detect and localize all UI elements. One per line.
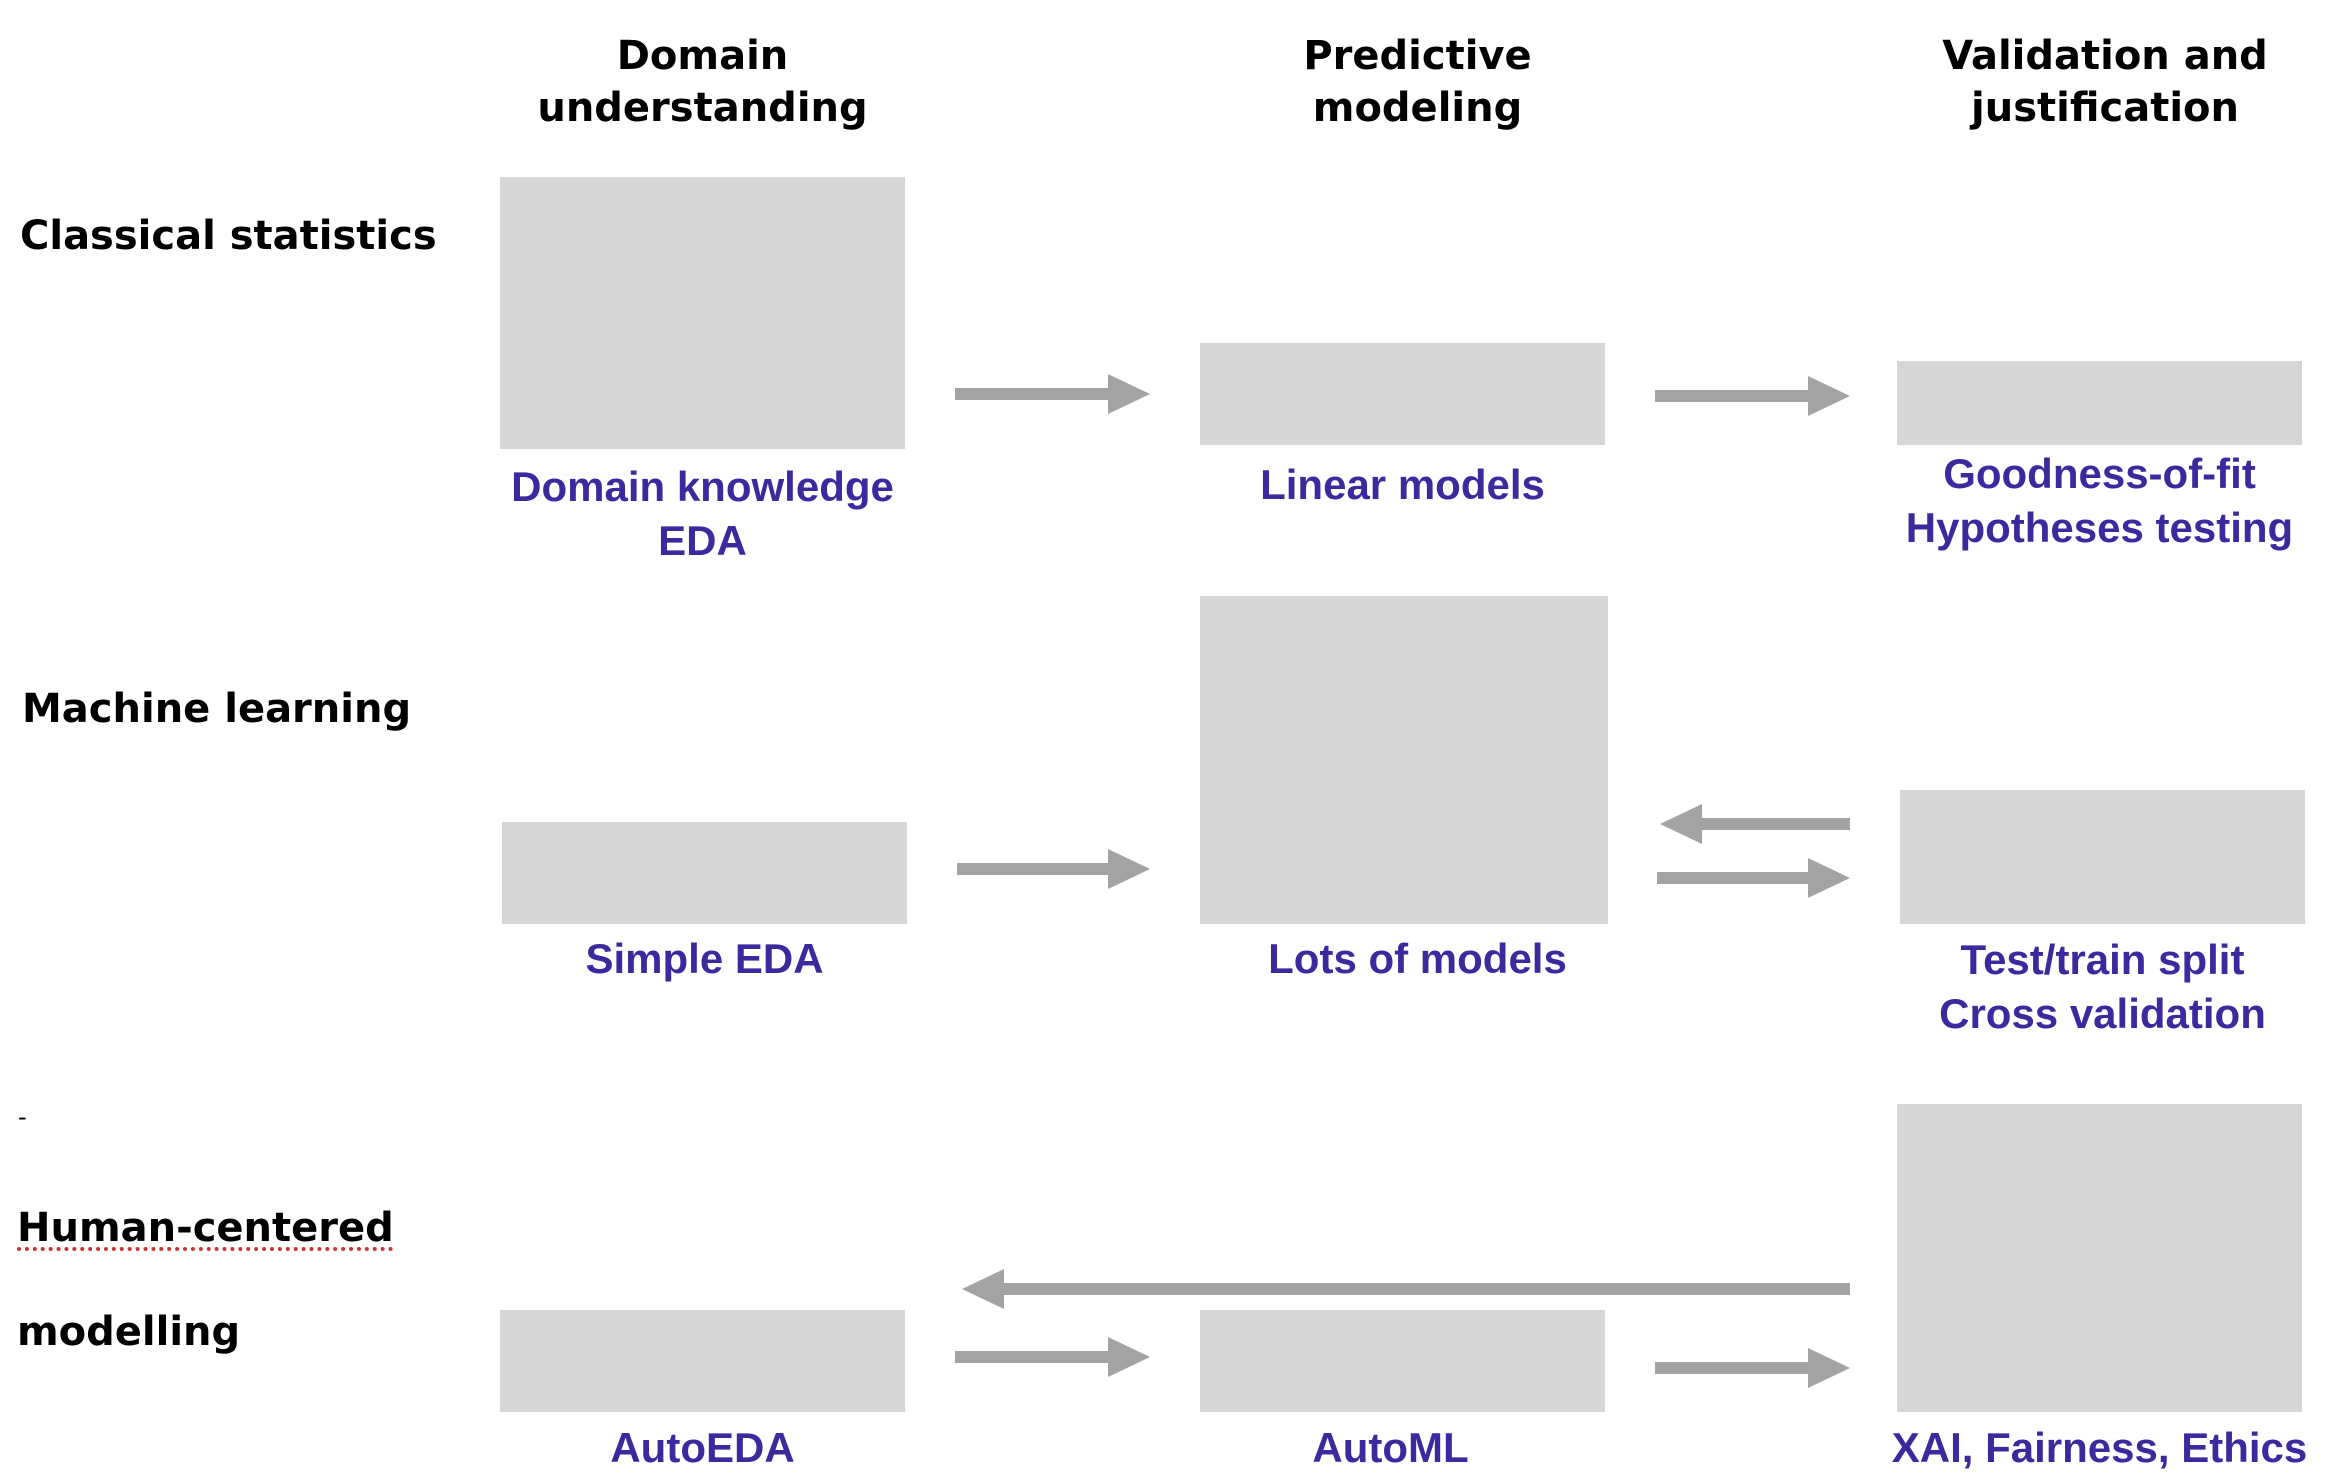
arrow-classical-model-to-validation — [1655, 376, 1850, 416]
arrow-human-feedback-validation-to-eda — [962, 1269, 1850, 1309]
row-label-human-centered-modelling: Human-centered modelling — [17, 1150, 394, 1358]
caption-autoeda: AutoEDA — [610, 1424, 795, 1471]
box-autoeda — [500, 1310, 905, 1412]
arrow-ml-model-to-validation — [1657, 858, 1850, 898]
arrow-human-eda-to-model — [955, 1337, 1150, 1377]
column-header-validation-justification: Validation and justification — [1942, 33, 2268, 131]
row-label-line-2: modelling — [17, 1309, 241, 1355]
box-goodness-of-fit — [1897, 361, 2302, 445]
box-lots-of-models — [1200, 596, 1608, 924]
box-linear-models — [1200, 343, 1605, 445]
arrow-ml-eda-to-model — [957, 849, 1150, 889]
caption-goodness-of-fit-hypotheses: Goodness-of-fit Hypotheses testing — [1905, 450, 2294, 551]
row-label-machine-learning: Machine learning — [22, 686, 412, 732]
caption-domain-knowledge-eda: Domain knowledge EDA — [511, 463, 894, 564]
caption-lots-of-models: Lots of models — [1268, 935, 1567, 982]
box-test-train-split — [1900, 790, 2305, 924]
caption-xai-fairness-ethics: XAI, Fairness, Ethics — [1891, 1424, 2308, 1471]
box-xai-fairness-ethics — [1897, 1104, 2302, 1412]
row-label-classical-statistics: Classical statistics — [20, 213, 437, 259]
arrow-classical-domain-to-model — [955, 374, 1150, 414]
caption-test-train-cross-validation: Test/train split Cross validation — [1939, 936, 2266, 1037]
row-label-marker: - — [18, 1103, 27, 1131]
caption-simple-eda: Simple EDA — [585, 935, 824, 982]
box-domain-knowledge — [500, 177, 905, 449]
arrow-ml-validation-back-to-model — [1660, 804, 1850, 844]
caption-linear-models: Linear models — [1260, 461, 1545, 508]
row-label-line-1: Human-centered — [17, 1205, 394, 1251]
column-header-predictive-modeling: Predictive modeling — [1303, 33, 1532, 131]
box-simple-eda — [502, 822, 907, 924]
box-automl — [1200, 1310, 1605, 1412]
caption-automl: AutoML — [1312, 1424, 1469, 1471]
column-header-domain-understanding: Domain understanding — [537, 33, 868, 131]
arrow-human-model-to-validation — [1655, 1348, 1850, 1388]
